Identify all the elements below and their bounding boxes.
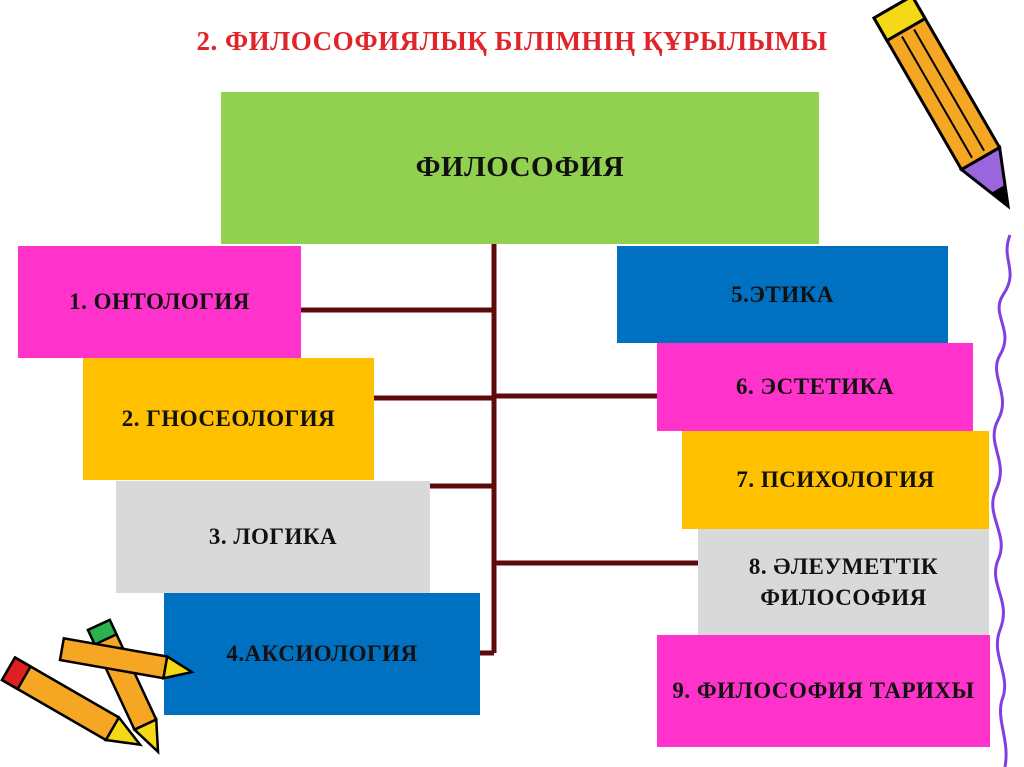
slide-title: 2. ФИЛОСОФИЯЛЫҚ БІЛІМНІҢ ҚҰРЫЛЫМЫ <box>196 26 828 56</box>
branch-ontology: 1. ОНТОЛОГИЯ <box>18 246 301 358</box>
root-node-philosophy: ФИЛОСОФИЯ <box>221 92 819 244</box>
branch-ethics: 5.ЭТИКА <box>617 246 948 343</box>
root-node-label: ФИЛОСОФИЯ <box>415 151 625 184</box>
branch-label: 3. ЛОГИКА <box>208 524 338 550</box>
branch-label: 4.АКСИОЛОГИЯ <box>226 641 418 667</box>
branch-label: 6. ЭСТЕТИКА <box>736 374 894 400</box>
branch-logic: 3. ЛОГИКА <box>116 481 430 593</box>
branch-label: 2. ГНОСЕОЛОГИЯ <box>121 406 336 432</box>
branch-psychology: 7. ПСИХОЛОГИЯ <box>682 431 989 529</box>
branch-gnoseology: 2. ГНОСЕОЛОГИЯ <box>83 358 374 480</box>
branch-label: 9. ФИЛОСОФИЯ ТАРИХЫ <box>672 678 975 704</box>
branch-label: 8. ӘЛЕУМЕТТІК ФИЛОСОФИЯ <box>748 553 939 610</box>
branch-history-of-philosophy: 9. ФИЛОСОФИЯ ТАРИХЫ <box>657 635 990 747</box>
branch-label: 7. ПСИХОЛОГИЯ <box>736 467 935 493</box>
branch-social-philosophy: 8. ӘЛЕУМЕТТІК ФИЛОСОФИЯ <box>698 529 989 635</box>
branch-label: 1. ОНТОЛОГИЯ <box>69 289 250 315</box>
branch-aesthetics: 6. ЭСТЕТИКА <box>657 343 973 431</box>
branch-axiology: 4.АКСИОЛОГИЯ <box>164 593 480 715</box>
branch-label: 5.ЭТИКА <box>731 281 834 307</box>
